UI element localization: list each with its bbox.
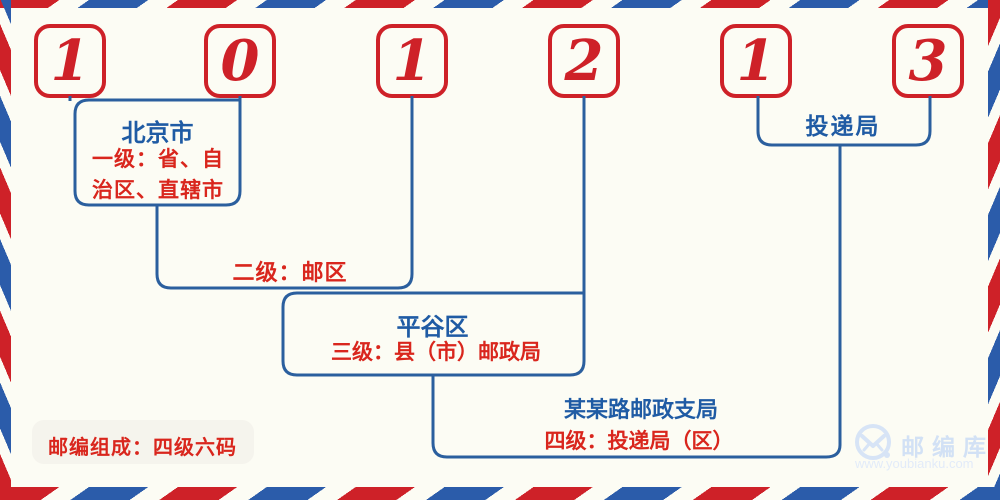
delivery-office-label: 投递局 [805,113,881,139]
airmail-border-top [0,0,1000,8]
level3-label-box [281,96,586,377]
digit-box-5 [720,24,792,98]
digit-box-6 [892,24,964,98]
level3-description: 三级：县（市）邮政局 [331,341,541,364]
level4-description: 四级：投递局（区） [544,430,734,453]
level3-place-name: 平谷区 [396,314,469,341]
delivery-office-bracket [756,96,932,147]
postal-digit-1: 1 [50,28,90,94]
airmail-border-left [0,0,11,500]
level1-place-name: 北京市 [121,120,194,147]
level1-description: 一级：省、自 治区、直辖市 [92,148,224,202]
level2-bracket [155,96,414,290]
composition-note: 邮编组成：四级六码 [48,437,237,459]
airmail-border-right [988,0,1000,500]
watermark-site-url: www.youbianku.com [855,456,974,471]
youbianku-watermark: 邮编库 www.youbianku.com [853,420,993,475]
level4-bracket [431,145,842,459]
postal-digit-5: 1 [736,28,776,94]
level4-place-name: 某某路邮政支局 [563,397,718,422]
postal-digit-4: 2 [564,28,604,94]
postal-digit-2: 0 [220,28,260,94]
level2-description: 二级：邮区 [232,260,348,285]
level1-label-box [73,96,242,207]
composition-badge [32,420,254,464]
watermark-brand-name: 邮编库 [901,434,994,460]
postal-digit-3: 1 [392,28,432,94]
postal-digit-6: 3 [908,28,948,94]
airmail-border-bottom [0,487,1000,500]
circled-envelope-icon [855,424,891,460]
